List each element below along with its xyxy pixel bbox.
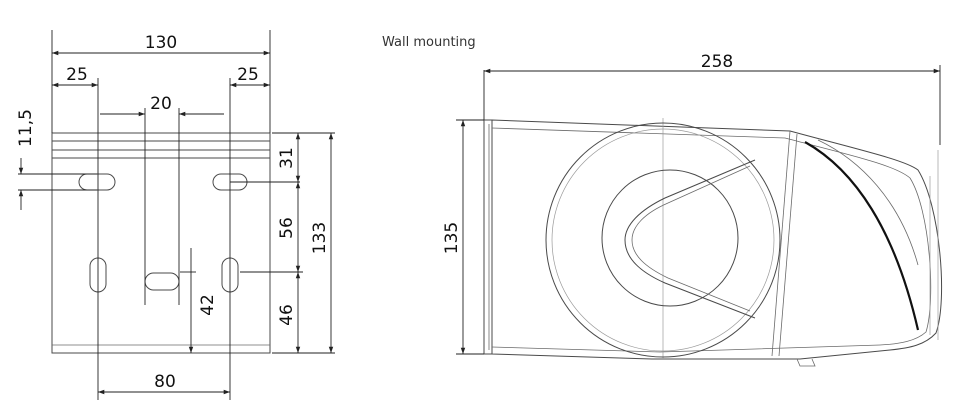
dim-slot-spacing: 20 bbox=[150, 94, 172, 114]
bracket-plate bbox=[51, 132, 271, 354]
dim-overall-height: 133 bbox=[310, 222, 330, 254]
pawl-lever bbox=[624, 159, 756, 319]
housing-side-view: 258 135 bbox=[442, 52, 943, 367]
dim-left-offset: 25 bbox=[66, 65, 88, 85]
drum-hub bbox=[601, 169, 739, 307]
dim-middle-slot-height: 42 bbox=[198, 294, 218, 316]
caption-wall-mounting: Wall mounting bbox=[382, 35, 476, 50]
dim-slot-height: 11,5 bbox=[16, 109, 36, 147]
middle-slot bbox=[144, 272, 180, 291]
housing-outline bbox=[491, 119, 943, 360]
dim-slot-to-lower-slots: 56 bbox=[277, 217, 297, 239]
dim-overall-width: 130 bbox=[145, 33, 177, 53]
hatch-edge bbox=[804, 141, 920, 331]
dim-right-offset: 25 bbox=[237, 65, 259, 85]
dim-bottom-spacing: 80 bbox=[154, 372, 176, 392]
dim-housing-length: 258 bbox=[701, 52, 733, 72]
upper-left-slot bbox=[78, 173, 116, 191]
dim-housing-height: 135 bbox=[442, 222, 462, 254]
wall-bracket-view: 130 25 25 20 11,5 31 56 133 46 42 80 bbox=[16, 30, 335, 400]
dim-lower-to-bottom: 46 bbox=[277, 304, 297, 326]
drum-outer bbox=[545, 122, 781, 358]
dim-top-to-slots: 31 bbox=[277, 147, 297, 169]
